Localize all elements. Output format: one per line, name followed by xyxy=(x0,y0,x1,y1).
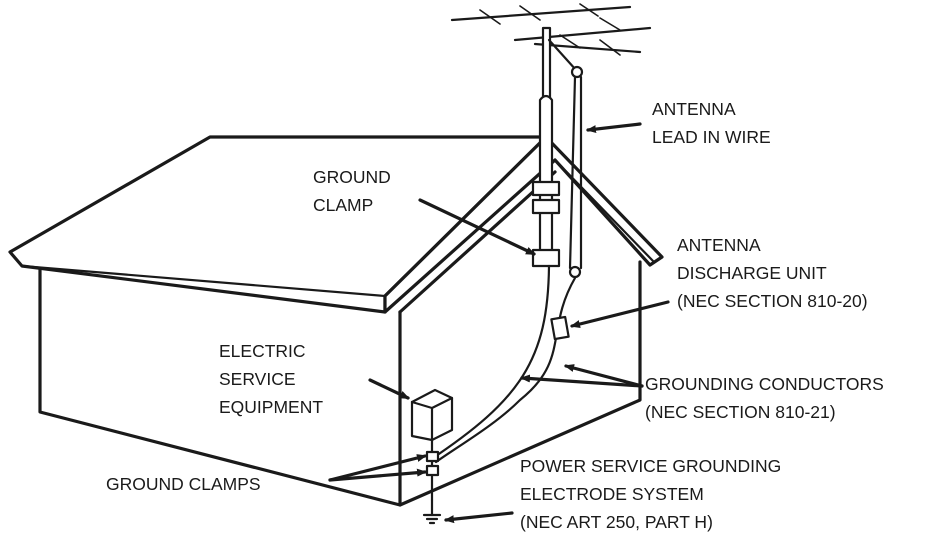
antenna-crossbar-4 xyxy=(479,3,621,56)
label-antenna-lead-in: ANTENNA LEAD IN WIRE xyxy=(652,99,771,147)
arrow-ground-clamps-2 xyxy=(328,468,427,482)
earth-symbol xyxy=(422,513,442,525)
label-antenna-discharge-unit: ANTENNA DISCHARGE UNIT (NEC SECTION 810-… xyxy=(677,235,868,311)
arrow-ground-clamp xyxy=(418,198,536,256)
ground-clamp-lower-2 xyxy=(425,464,440,477)
label-discharge-line3: (NEC SECTION 810-20) xyxy=(677,291,868,311)
electric-service-box xyxy=(410,388,454,442)
arrow-power-service xyxy=(444,511,514,524)
gable-wall-left xyxy=(398,170,557,314)
antenna-crossbar-1 xyxy=(450,5,632,22)
mast-clamp-2 xyxy=(531,198,561,215)
label-grounding-line1: GROUNDING CONDUCTORS xyxy=(645,374,884,394)
arrow-service-equipment xyxy=(368,378,410,400)
ground-clamp-lower-1 xyxy=(425,450,440,463)
label-ground-clamps: GROUND CLAMPS xyxy=(106,474,261,494)
arrow-conductor-2 xyxy=(564,364,644,388)
ground-rod xyxy=(422,438,442,525)
roof-edge xyxy=(20,264,387,298)
conductor-lead xyxy=(434,276,577,464)
mast-clamp-1 xyxy=(531,180,561,197)
arrow-lead-in xyxy=(586,122,642,134)
antenna-crossbar-2 xyxy=(513,26,652,42)
label-ground-clamp: GROUND CLAMP xyxy=(313,167,391,215)
ground-clamp-top xyxy=(531,248,561,268)
mast-lower xyxy=(538,94,554,260)
service-box-edge xyxy=(410,396,454,442)
arrows xyxy=(328,122,670,524)
label-power-line1: POWER SERVICE GROUNDING xyxy=(520,456,781,476)
label-antenna-lead-in-line2: LEAD IN WIRE xyxy=(652,127,771,147)
lead-in-wire xyxy=(547,38,584,279)
label-electric-line1: ELECTRIC xyxy=(219,341,306,361)
lead-in-upper xyxy=(547,38,578,72)
arrow-conductor-1 xyxy=(520,374,644,388)
mast-clamps xyxy=(531,180,561,268)
label-power-line2: ELECTRODE SYSTEM xyxy=(520,484,704,504)
label-electric-line2: SERVICE xyxy=(219,369,296,389)
arrow-discharge-unit xyxy=(570,300,670,328)
label-grounding-line2: (NEC SECTION 810-21) xyxy=(645,402,836,422)
front-wall xyxy=(38,268,402,507)
label-discharge-line1: ANTENNA xyxy=(677,235,761,255)
standoff-top xyxy=(570,65,584,79)
label-ground-clamps-line1: GROUND CLAMPS xyxy=(106,474,261,494)
label-power-service: POWER SERVICE GROUNDING ELECTRODE SYSTEM… xyxy=(520,456,781,532)
label-electric-line3: EQUIPMENT xyxy=(219,397,323,417)
standoff-bottom xyxy=(568,265,582,279)
label-ground-clamp-line1: GROUND xyxy=(313,167,391,187)
antenna-mast xyxy=(541,26,552,102)
label-power-line3: (NEC ART 250, PART H) xyxy=(520,512,713,532)
label-grounding-conductors: GROUNDING CONDUCTORS (NEC SECTION 810-21… xyxy=(645,374,884,422)
label-antenna-lead-in-line1: ANTENNA xyxy=(652,99,736,119)
discharge-unit-box xyxy=(550,315,570,341)
arrow-ground-clamps-1 xyxy=(328,454,427,482)
grounding-conductors xyxy=(428,264,577,464)
label-ground-clamp-line2: CLAMP xyxy=(313,195,373,215)
label-discharge-line2: DISCHARGE UNIT xyxy=(677,263,827,283)
label-electric-service: ELECTRIC SERVICE EQUIPMENT xyxy=(219,341,323,417)
lead-in-vertical-a xyxy=(568,75,577,270)
